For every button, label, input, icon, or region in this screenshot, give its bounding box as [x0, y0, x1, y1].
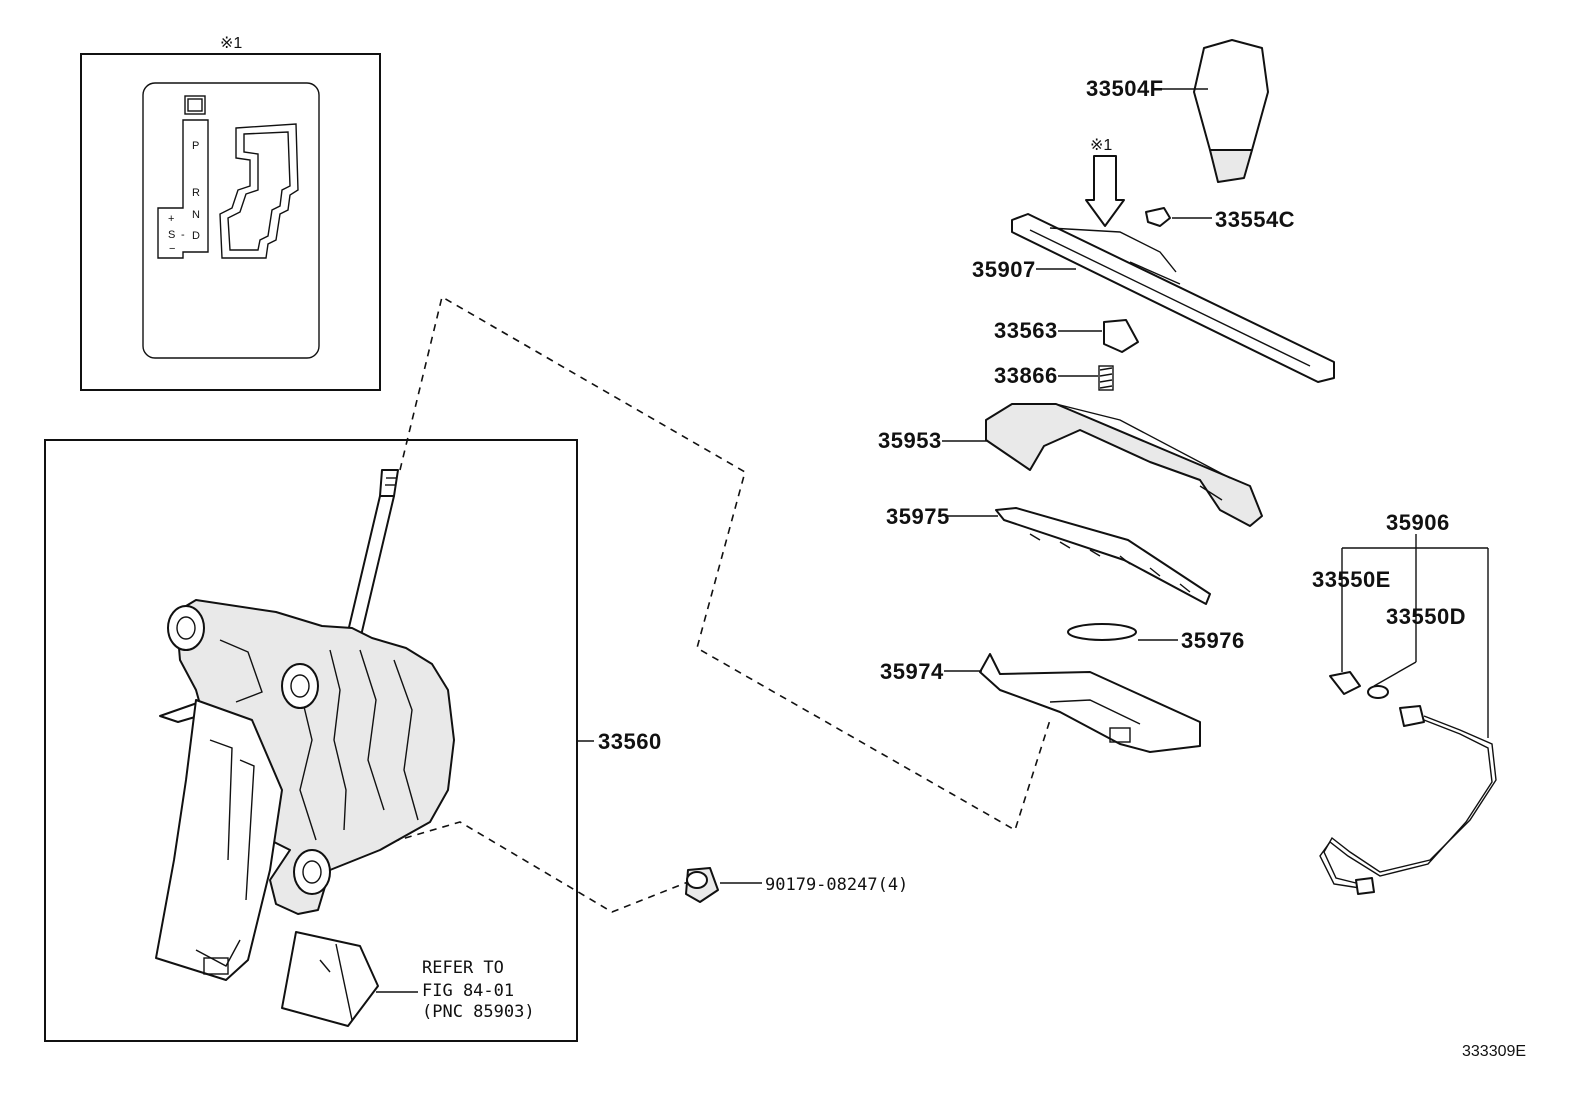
slider-33563: [1103, 319, 1139, 353]
part-label-33550D: 33550D: [1386, 604, 1466, 629]
refer-line-2: FIG 84-01: [422, 981, 514, 1001]
washer-35976: [1067, 623, 1137, 641]
console-housing-35953: [985, 403, 1263, 527]
gate-label-s: S: [168, 229, 175, 241]
gate-label-n: N: [192, 209, 200, 221]
slide-cover-35975: [995, 507, 1211, 605]
shift-lever-assembly: [155, 469, 455, 1027]
part-label-35976: 35976: [1181, 628, 1245, 653]
ref-arrow-icon: [1085, 155, 1125, 227]
gate-label-d: D: [192, 230, 200, 242]
lead-33550D: [1373, 661, 1417, 687]
bushing-90179: [685, 867, 719, 903]
indicator-plate: [1011, 213, 1335, 383]
shift-knob: [1193, 39, 1269, 183]
refer-line-3: (PNC 85903): [422, 1002, 535, 1022]
shift-gate-plate: [142, 82, 320, 359]
part-label-33560: 33560: [598, 729, 662, 754]
bulb-33550D: [1367, 685, 1389, 699]
gate-label-plus: +: [168, 213, 174, 225]
bulb-socket-33550E: [1329, 671, 1361, 695]
part-label-33504F: 33504F: [1086, 76, 1164, 101]
wire-harness-35906: [1319, 705, 1497, 895]
part-label-35907: 35907: [972, 257, 1036, 282]
gate-label-dash: -: [181, 229, 185, 241]
part-label-33550E: 33550E: [1312, 567, 1391, 592]
part-label-33554C: 33554C: [1215, 207, 1295, 232]
part-label-90179: 90179-08247(4): [765, 875, 908, 895]
spring-33866: [1098, 365, 1114, 391]
refer-line-1: REFER TO: [422, 958, 504, 978]
inset-ref-mark: ※1: [220, 35, 242, 52]
arrow-ref-mark: ※1: [1090, 137, 1112, 154]
gate-label-minus: −: [169, 243, 175, 255]
base-plate-35974: [979, 653, 1201, 753]
part-label-33866: 33866: [994, 363, 1058, 388]
guide-dashed-outline: [399, 295, 1051, 832]
lead-35906: [1341, 534, 1489, 738]
part-label-35906: 35906: [1386, 510, 1450, 535]
part-label-33563: 33563: [994, 318, 1058, 343]
inset-box: [80, 53, 381, 391]
diagram-id: 333309E: [1462, 1043, 1526, 1060]
clip-33554C: [1145, 207, 1171, 227]
gate-label-p: P: [192, 140, 199, 152]
part-label-35975: 35975: [886, 504, 950, 529]
part-label-35953: 35953: [878, 428, 942, 453]
part-label-35974: 35974: [880, 659, 944, 684]
gate-label-r: R: [192, 187, 200, 199]
